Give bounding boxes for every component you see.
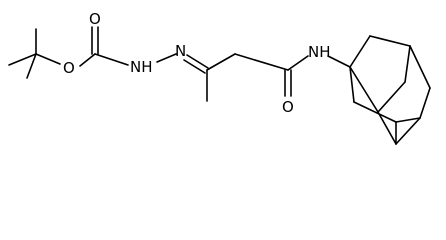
atom-label-amide-nh: NH	[308, 43, 331, 61]
bond-adamantane-12	[404, 45, 411, 83]
bond-tbu-to-oxygen	[35, 53, 61, 65]
bond-adamantane-6	[377, 111, 397, 145]
bond-adamantane-13	[377, 81, 406, 113]
atom-label-imine-nitrogen: N	[175, 42, 186, 60]
bond-carbonyl-to-nh	[94, 53, 129, 66]
bond-adamantane-10	[395, 117, 421, 123]
bond-tbu-methyl-left	[8, 53, 37, 66]
bond-nh-to-adamantyl	[327, 55, 351, 68]
atom-label-amide-oxygen: O	[282, 98, 294, 116]
bond-adamantane-3	[409, 45, 431, 89]
bond-tbu-methyl-bottom	[26, 53, 37, 79]
bond-adamantane-5	[395, 117, 421, 145]
bond-adamantane-7	[349, 66, 379, 113]
bond-adamantane-4	[419, 87, 431, 119]
atom-label-ester-oxygen: O	[63, 59, 75, 77]
bond-nh-to-n	[156, 53, 177, 63]
bond-adamantane-8	[349, 66, 355, 103]
atom-label-hydrazide-nh: NH	[130, 58, 153, 76]
bond-adamantane-1	[349, 35, 371, 68]
bond-oxygen-to-carbonyl-carbon	[79, 53, 96, 67]
bond-adamantane-9	[353, 101, 397, 123]
bond-adamantane-2	[369, 35, 411, 47]
bond-ch2-to-amide-carbon	[234, 53, 289, 71]
atom-label-carbamate-oxygen: O	[89, 10, 101, 28]
bond-imine-double-2	[183, 59, 206, 74]
molecule-structure: O O NH N O NH	[8, 10, 431, 145]
bond-amide-carbon-to-nh	[287, 55, 309, 71]
bond-imine-carbon-to-ch2	[206, 53, 236, 71]
bond-imine-double-1	[186, 54, 209, 69]
